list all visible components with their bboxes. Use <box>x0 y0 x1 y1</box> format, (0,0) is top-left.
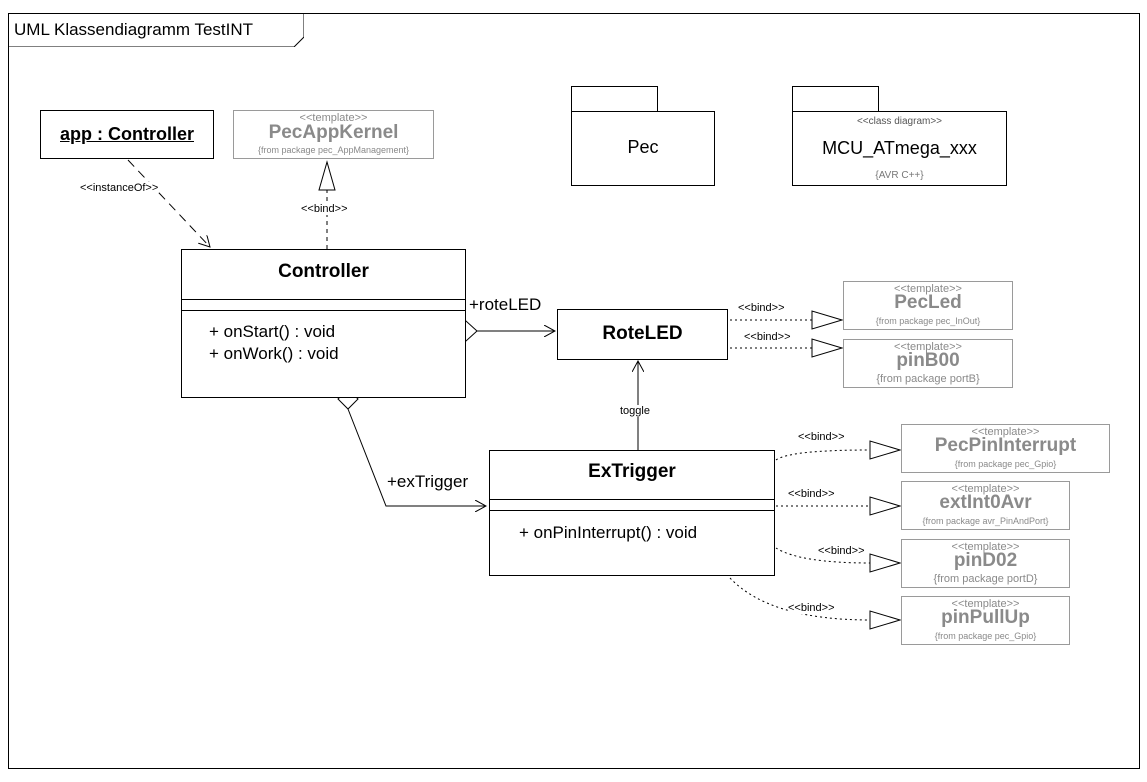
template-name: extInt0Avr <box>939 492 1032 513</box>
template-stereotype: <<template>> <box>951 483 1020 495</box>
realization-arrowhead <box>318 160 336 191</box>
ex-trigger-aggregation-edge <box>347 408 486 506</box>
package-tab <box>792 86 879 112</box>
operation: + onWork() : void <box>209 344 339 363</box>
pinpullup-bind-label: <<bind>> <box>788 602 835 614</box>
pin-b00-template[interactable]: <<template>> pinB00 {from package portB} <box>843 339 1013 388</box>
package-stereotype: <<class diagram>> <box>856 116 943 127</box>
operation: + onPinInterrupt() : void <box>519 523 698 542</box>
ext-int0-avr-template[interactable]: <<template>> extInt0Avr {from package av… <box>901 481 1070 530</box>
pec-pin-interrupt-template[interactable]: <<template>> PecPinInterrupt {from packa… <box>901 424 1110 473</box>
extint0avr-bind-label: <<bind>> <box>788 488 835 500</box>
template-name: PecAppKernel <box>268 122 399 143</box>
class-name: Controller <box>278 261 369 282</box>
template-name: pinPullUp <box>941 607 1030 628</box>
pecpininterrupt-bind-edge <box>775 449 871 461</box>
instanceof-edge <box>127 159 210 247</box>
rote-led-role: +roteLED <box>469 295 542 314</box>
rote-led-class[interactable]: RoteLED <box>557 309 728 360</box>
class-separator <box>182 310 465 311</box>
template-from: {from package avr_PinAndPort} <box>922 516 1049 526</box>
template-from: {from package portD} <box>933 573 1038 585</box>
package-tab <box>571 86 658 112</box>
operation: + onStart() : void <box>209 322 336 341</box>
package-tag: {AVR C++} <box>875 170 924 181</box>
package-name: MCU_ATmega_xxx <box>822 138 977 158</box>
pec-package[interactable]: Pec <box>571 111 715 186</box>
template-from: {from package pec_Gpio} <box>954 459 1057 469</box>
pin-d02-template[interactable]: <<template>> pinD02 {from package portD} <box>901 539 1070 588</box>
template-name: PecPinInterrupt <box>934 435 1077 456</box>
diagram-frame <box>8 13 1140 769</box>
template-name: PecLed <box>894 292 962 313</box>
realization-arrowhead <box>811 310 844 330</box>
realization-arrowhead <box>869 553 902 573</box>
pinb00-bind-label: <<bind>> <box>744 331 791 343</box>
template-stereotype: <<template>> <box>951 541 1020 553</box>
frame-title-tab <box>8 13 304 47</box>
template-from: {from package pec_InOut} <box>875 316 981 326</box>
template-stereotype: <<template>> <box>894 341 962 353</box>
class-name: ExTrigger <box>588 461 676 482</box>
instanceof-label: <<instanceOf>> <box>80 182 159 194</box>
template-name: pinD02 <box>953 550 1018 571</box>
pecpininterrupt-bind-label: <<bind>> <box>798 431 845 443</box>
realization-arrowhead <box>869 440 902 460</box>
controller-class[interactable]: Controller + onStart() : void + onWork()… <box>181 249 466 398</box>
template-from: {from package pec_AppManagement} <box>257 145 410 155</box>
template-from: {from package portB} <box>876 373 980 385</box>
toggle-label: toggle <box>620 405 650 417</box>
class-name: RoteLED <box>602 323 683 344</box>
ex-trigger-class[interactable]: ExTrigger + onPinInterrupt() : void <box>489 450 775 576</box>
frame-title: UML Klassendiagramm TestINT <box>14 20 254 39</box>
pin-pull-up-template[interactable]: <<template>> pinPullUp {from package pec… <box>901 596 1070 645</box>
pecled-bind-label: <<bind>> <box>738 302 785 314</box>
template-name: pinB00 <box>896 350 960 371</box>
pec-led-template[interactable]: <<template>> PecLed {from package pec_In… <box>843 281 1013 330</box>
package-name: Pec <box>627 137 659 157</box>
realization-arrowhead <box>811 338 844 358</box>
class-separator <box>182 299 465 300</box>
class-separator <box>490 499 774 500</box>
app-kernel-bind-label: <<bind>> <box>301 203 348 215</box>
mcu-package[interactable]: <<class diagram>> MCU_ATmega_xxx {AVR C+… <box>792 111 1007 186</box>
app-controller-instance[interactable]: app : Controller <box>40 110 214 159</box>
template-stereotype: <<template>> <box>894 283 962 295</box>
template-stereotype: <<template>> <box>299 112 368 124</box>
instance-label: app : Controller <box>60 124 194 144</box>
class-separator <box>490 510 774 511</box>
template-from: {from package pec_Gpio} <box>934 631 1037 641</box>
template-stereotype: <<template>> <box>971 426 1040 438</box>
pind02-bind-label: <<bind>> <box>818 545 865 557</box>
realization-arrowhead <box>869 496 902 516</box>
realization-arrowhead <box>869 610 902 630</box>
template-stereotype: <<template>> <box>951 598 1020 610</box>
pind02-bind-edge <box>775 547 871 564</box>
ex-trigger-role: +exTrigger <box>387 472 469 491</box>
pec-app-kernel-template[interactable]: <<template>> PecAppKernel {from package … <box>233 110 434 159</box>
